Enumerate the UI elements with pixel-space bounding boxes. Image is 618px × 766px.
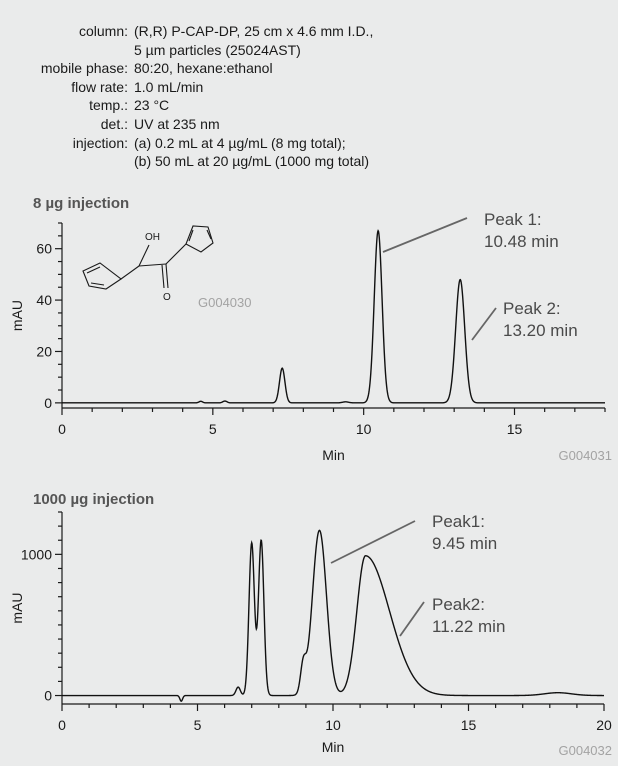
condition-row: mobile phase: 80:20, hexane:ethanol bbox=[0, 59, 373, 78]
y-axis-label: mAU bbox=[9, 300, 25, 331]
y-tick-label: 0 bbox=[44, 395, 52, 411]
condition-label bbox=[0, 41, 134, 60]
o-label: O bbox=[163, 292, 171, 303]
oh-bond bbox=[138, 244, 150, 267]
condition-value: 23 °C bbox=[134, 97, 170, 114]
x-tick-label: 5 bbox=[194, 717, 202, 733]
chart-8ug: 8 µg injection OH O G004030 0 5 10 15 0 20 40 6… bbox=[9, 195, 613, 463]
peak-callout-line bbox=[399, 601, 425, 637]
oh-label: OH bbox=[145, 232, 160, 243]
peak-label: 13.20 min bbox=[503, 321, 578, 340]
condition-label: det.: bbox=[100, 115, 128, 132]
condition-value: 80:20, hexane:ethanol bbox=[134, 60, 273, 77]
x-tick-label: 10 bbox=[325, 717, 341, 733]
x-tick-label: 0 bbox=[58, 421, 66, 437]
peak-label: Peak1: bbox=[432, 512, 485, 531]
condition-value: 1.0 mL/min bbox=[134, 78, 204, 95]
condition-value: (a) 0.2 mL at 4 µg/mL (8 mg total); bbox=[134, 134, 346, 151]
peak-label: Peak 2: bbox=[503, 299, 561, 318]
condition-row: temp.: 23 °C bbox=[0, 96, 373, 115]
condition-label: temp.: bbox=[89, 97, 128, 114]
condition-label bbox=[0, 152, 134, 171]
x-tick-label: 15 bbox=[461, 717, 477, 733]
x-tick-label: 20 bbox=[596, 717, 612, 733]
y-tick-label: 0 bbox=[44, 688, 52, 704]
condition-row: flow rate: 1.0 mL/min bbox=[0, 78, 373, 97]
x-tick-label: 5 bbox=[209, 421, 217, 437]
condition-value: 5 µm particles (25024AST) bbox=[134, 41, 301, 58]
condition-value: (R,R) P-CAP-DP, 25 cm x 4.6 mm I.D., bbox=[134, 23, 374, 39]
conditions-block: column: (R,R) P-CAP-DP, 25 cm x 4.6 mm I.… bbox=[0, 22, 374, 171]
condition-row: 5 µm particles (25024AST) bbox=[0, 41, 373, 60]
peak-label: 11.22 min bbox=[432, 617, 505, 636]
x-tick-label: 0 bbox=[58, 717, 66, 733]
condition-label: flow rate: bbox=[71, 78, 128, 95]
y-tick-label: 40 bbox=[36, 292, 52, 308]
peak-label: Peak 1: bbox=[484, 210, 542, 229]
x-axis-label: Min bbox=[322, 447, 345, 463]
peak-callout-line bbox=[382, 217, 468, 253]
furan-ring-left bbox=[82, 262, 122, 290]
axes bbox=[55, 222, 606, 415]
condition-label: column: bbox=[78, 23, 128, 39]
y-tick-label: 1000 bbox=[21, 546, 52, 562]
x-tick-label: 10 bbox=[356, 421, 372, 437]
figure-code: G004031 bbox=[559, 448, 613, 463]
condition-row: injection: (a) 0.2 mL at 4 µg/mL (8 mg to… bbox=[0, 134, 373, 153]
peak-label: 10.48 min bbox=[484, 232, 559, 251]
peak-label: Peak2: bbox=[432, 595, 485, 614]
chart-title: 1000 µg injection bbox=[33, 491, 154, 508]
figure-code: G004032 bbox=[559, 743, 613, 758]
condition-row: det.: UV at 235 nm bbox=[0, 115, 373, 134]
condition-row: column: (R,R) P-CAP-DP, 25 cm x 4.6 mm I.… bbox=[0, 22, 373, 41]
y-axis-label: mAU bbox=[9, 592, 25, 623]
peak-label: 9.45 min bbox=[432, 534, 497, 553]
condition-value: (b) 50 mL at 20 µg/mL (1000 mg total) bbox=[134, 153, 370, 170]
peak-callout-line bbox=[471, 307, 497, 341]
structure-code: G004030 bbox=[198, 295, 252, 310]
condition-row: (b) 50 mL at 20 µg/mL (1000 mg total) bbox=[0, 152, 373, 171]
chromatogram-trace bbox=[62, 529, 604, 702]
condition-label: mobile phase: bbox=[40, 60, 128, 77]
carbonyl-bond bbox=[165, 263, 169, 289]
x-axis-label: Min bbox=[322, 739, 345, 755]
peak-callout-line bbox=[330, 520, 416, 564]
x-tick-label: 15 bbox=[507, 421, 523, 437]
condition-value: UV at 235 nm bbox=[134, 115, 220, 132]
axes bbox=[55, 511, 605, 711]
chromatogram-trace bbox=[62, 229, 605, 404]
furan-ring-right bbox=[185, 225, 214, 253]
y-tick-label: 60 bbox=[36, 241, 52, 257]
chemical-structure bbox=[82, 225, 214, 290]
chart-title: 8 µg injection bbox=[33, 195, 129, 212]
condition-label: injection: bbox=[72, 134, 128, 151]
y-tick-label: 20 bbox=[36, 343, 52, 359]
